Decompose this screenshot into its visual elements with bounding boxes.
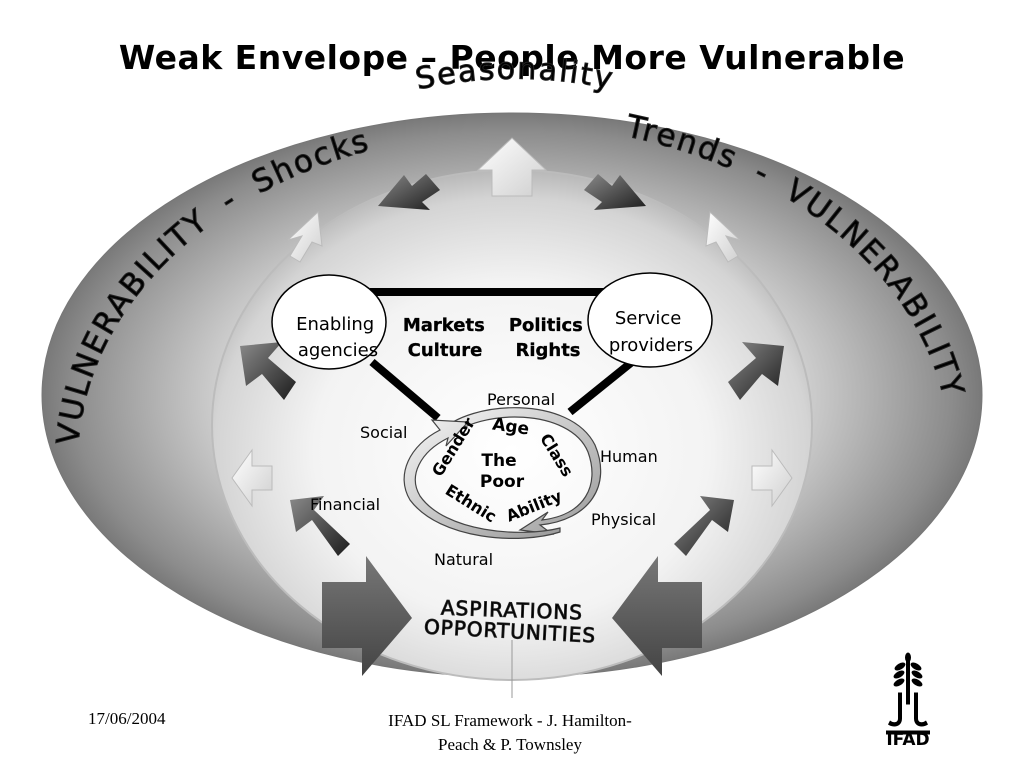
enabling-agencies-node bbox=[271, 274, 387, 370]
agencies-label: agencies bbox=[298, 340, 378, 361]
incoming-arrow-right-mid bbox=[728, 342, 784, 400]
enabling-label: Enabling bbox=[296, 314, 374, 335]
providers-label: providers bbox=[609, 335, 693, 356]
asset-natural: Natural bbox=[434, 550, 493, 569]
big-arrow-left bbox=[322, 556, 412, 676]
ifad-logo-text: IFAD bbox=[886, 730, 930, 750]
svg-text:Enabling agencies: Enabling agencies bbox=[296, 314, 380, 361]
poor-label: Poor bbox=[480, 472, 525, 492]
service-label: Service bbox=[615, 308, 682, 329]
outgoing-arrows bbox=[231, 137, 793, 508]
service-providers-node bbox=[587, 272, 713, 368]
footer-credit-line2: Peach & P. Townsley bbox=[438, 735, 582, 754]
seasonality-text: Seasonality bbox=[413, 52, 618, 98]
triangle-right-edge bbox=[567, 358, 635, 416]
the-label: The bbox=[481, 451, 516, 471]
incoming-arrows bbox=[240, 174, 784, 676]
up-arrow-top bbox=[476, 137, 548, 197]
rights-label: Rights bbox=[515, 340, 580, 361]
slide-title: Weak Envelope – People More Vulnerable bbox=[118, 38, 906, 77]
shock-arrow-left bbox=[378, 174, 440, 210]
svg-text:Seasonality: Seasonality bbox=[413, 52, 618, 98]
aspirations-text: ASPIRATIONS bbox=[441, 596, 584, 625]
right-arrow-light bbox=[751, 448, 793, 508]
big-arrow-right bbox=[612, 556, 702, 676]
asset-human: Human bbox=[600, 447, 658, 466]
asset-social: Social bbox=[360, 423, 407, 442]
svg-text:The Poor: The Poor bbox=[480, 451, 525, 492]
footer-date: 17/06/2004 bbox=[88, 709, 166, 728]
politics-label: Politics bbox=[509, 315, 583, 336]
footer-credit: IFAD SL Framework - J. Hamilton- Peach &… bbox=[360, 709, 660, 757]
left-arrow-light bbox=[231, 448, 273, 508]
asset-financial: Financial bbox=[310, 495, 380, 514]
vulnerability-diagram: VULNERABILITY - Shocks Seasonality Trend… bbox=[41, 51, 983, 698]
asset-physical: Physical bbox=[591, 510, 656, 529]
up-right-arrow bbox=[705, 210, 741, 263]
triangle-left-edge bbox=[369, 358, 441, 422]
footer-credit-line1: IFAD SL Framework - J. Hamilton- bbox=[388, 711, 632, 730]
markets-label: Markets bbox=[403, 315, 485, 336]
incoming-arrow-right-low bbox=[674, 496, 734, 556]
up-left-arrow bbox=[287, 210, 323, 263]
asset-personal: Personal bbox=[487, 390, 555, 409]
shock-arrow-right bbox=[584, 174, 646, 210]
svg-text:Markets Culture: Markets Culture bbox=[403, 315, 491, 361]
culture-label: Culture bbox=[408, 340, 483, 361]
svg-text:Service providers: Service providers bbox=[609, 308, 693, 356]
incoming-arrow-left-mid bbox=[240, 342, 296, 400]
svg-text:Politics Rights: Politics Rights bbox=[509, 315, 589, 361]
ifad-logo-icon bbox=[886, 652, 930, 735]
incoming-arrow-left-low bbox=[290, 496, 350, 556]
core-ring bbox=[403, 407, 602, 539]
